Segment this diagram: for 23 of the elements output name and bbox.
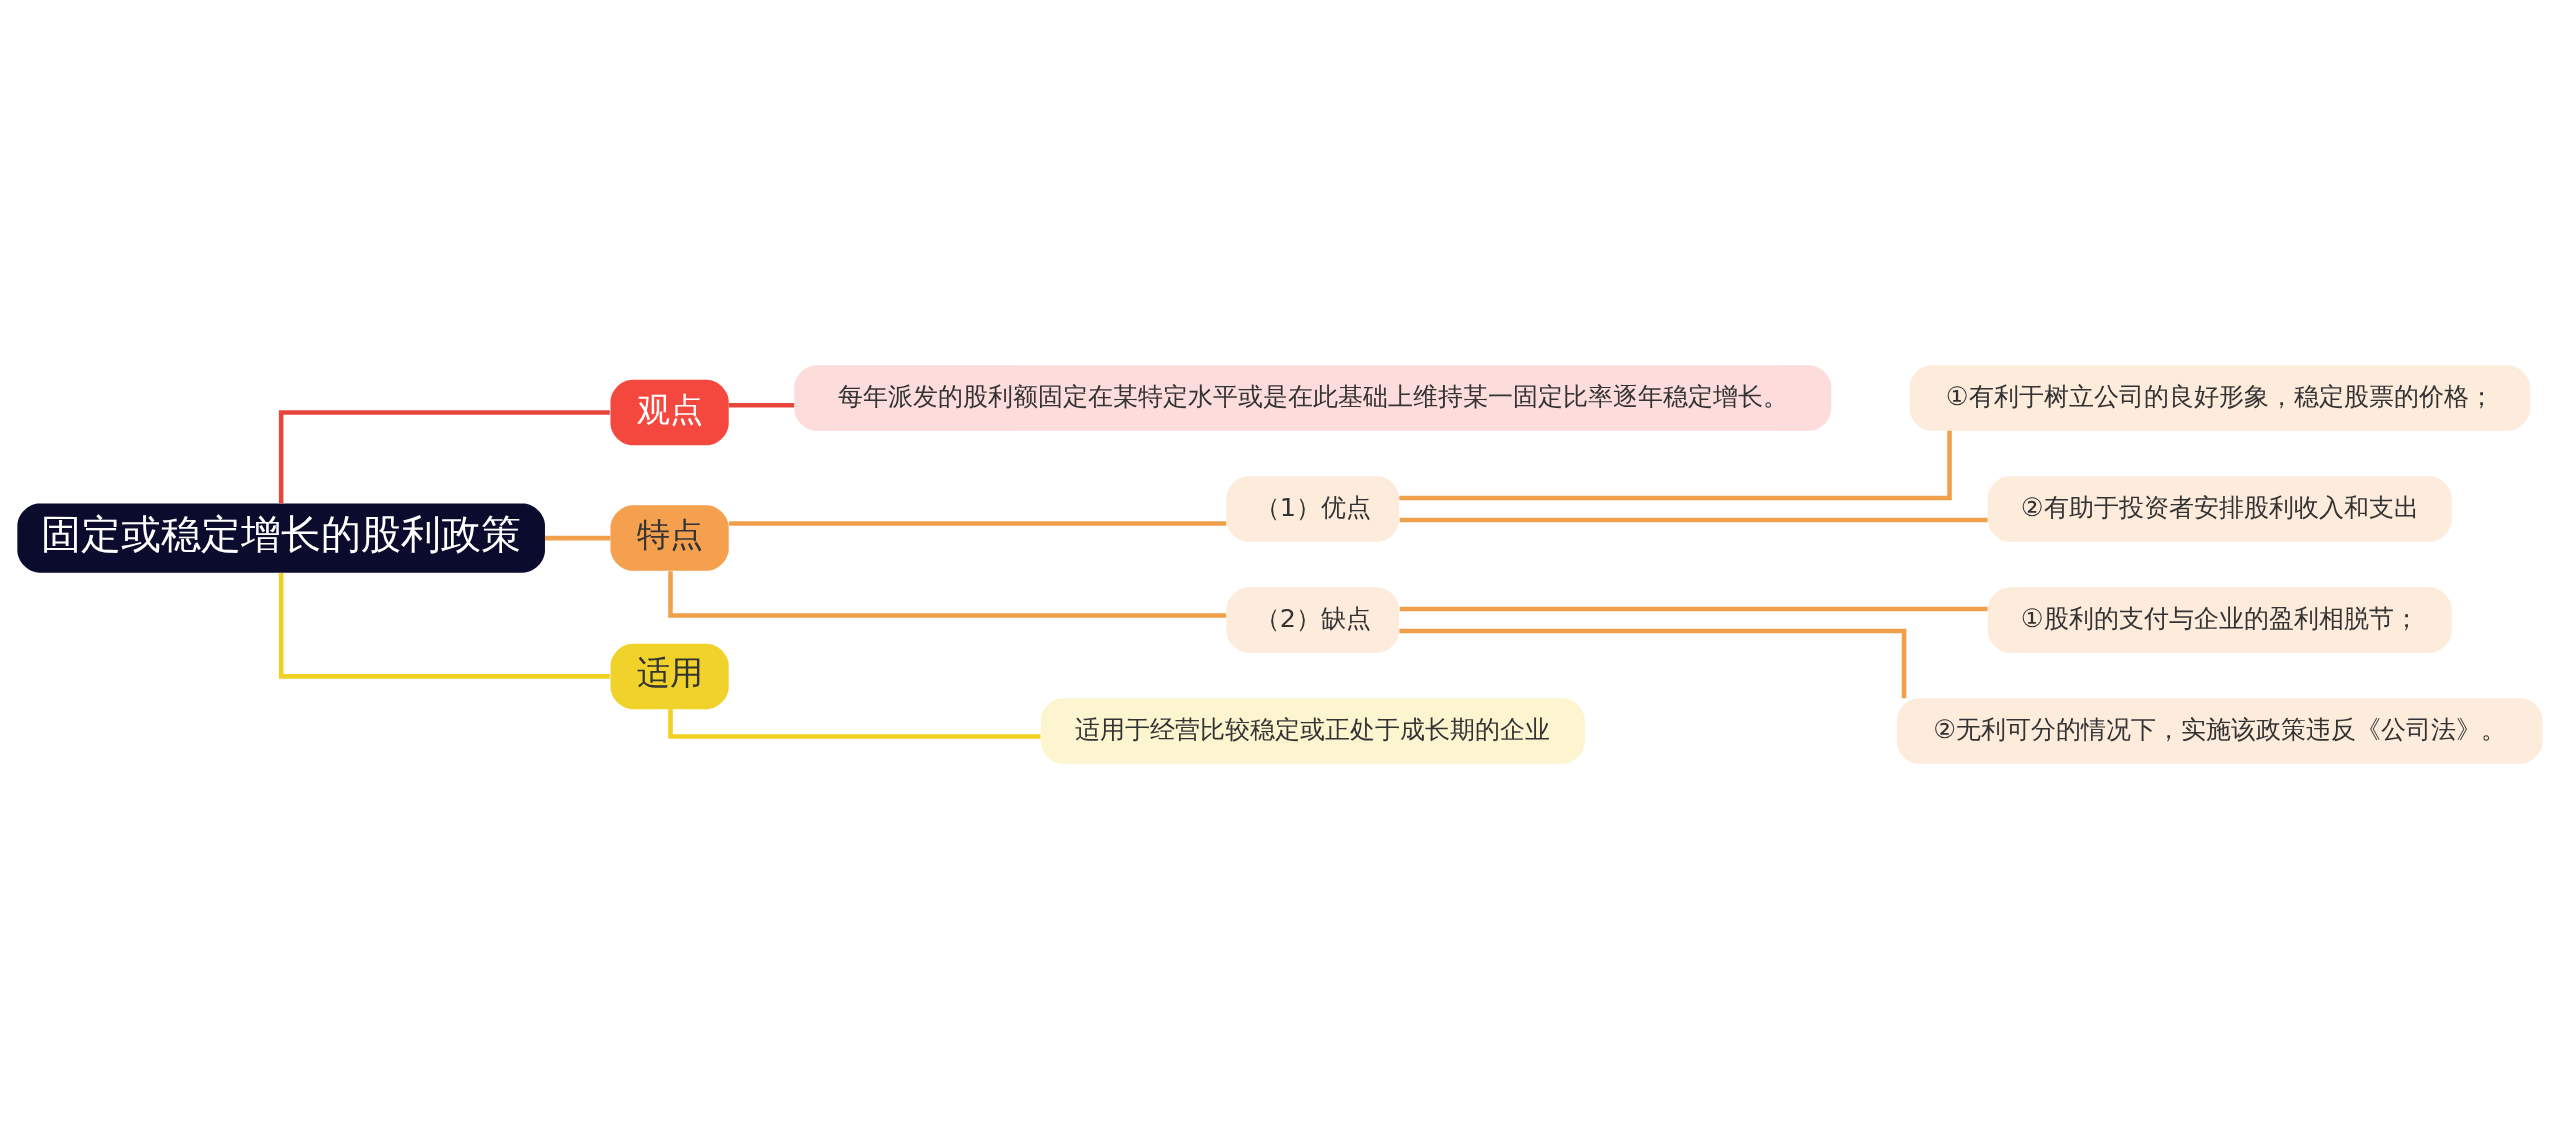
node-box: 特点 — [610, 505, 729, 571]
node-box: 适用于经营比较稳定或正处于成长期的企业 — [1040, 698, 1585, 764]
node-box: （2）缺点 — [1226, 587, 1400, 653]
node-box: 每年派发的股利额固定在某特定水平或是在此基础上维持某一固定比率逐年稳定增长。 — [794, 365, 1832, 431]
node-box: 观点 — [610, 379, 729, 446]
node-box: ②无利可分的情况下，实施该政策违反《公司法》。 — [1896, 698, 2543, 764]
connector — [278, 573, 610, 679]
connector — [545, 535, 611, 541]
node-box: ①有利于树立公司的良好形象，稳定股票的价格； — [1909, 365, 2530, 431]
node-box: ②有助于投资者安排股利收入和支出 — [1987, 476, 2452, 542]
connector — [1399, 606, 1988, 612]
connector — [728, 521, 1227, 526]
node-box: 适用 — [610, 643, 729, 710]
connector — [1399, 628, 1907, 699]
connector — [1399, 517, 1988, 523]
connector — [668, 571, 1227, 618]
connector — [1399, 430, 1952, 501]
connector — [278, 410, 610, 504]
connector — [668, 709, 1041, 739]
node-box: 固定或稳定增长的股利政策 — [17, 503, 545, 573]
connector — [728, 403, 795, 408]
node-box: （1）优点 — [1226, 476, 1400, 542]
node-box: ①股利的支付与企业的盈利相脱节； — [1987, 587, 2452, 653]
